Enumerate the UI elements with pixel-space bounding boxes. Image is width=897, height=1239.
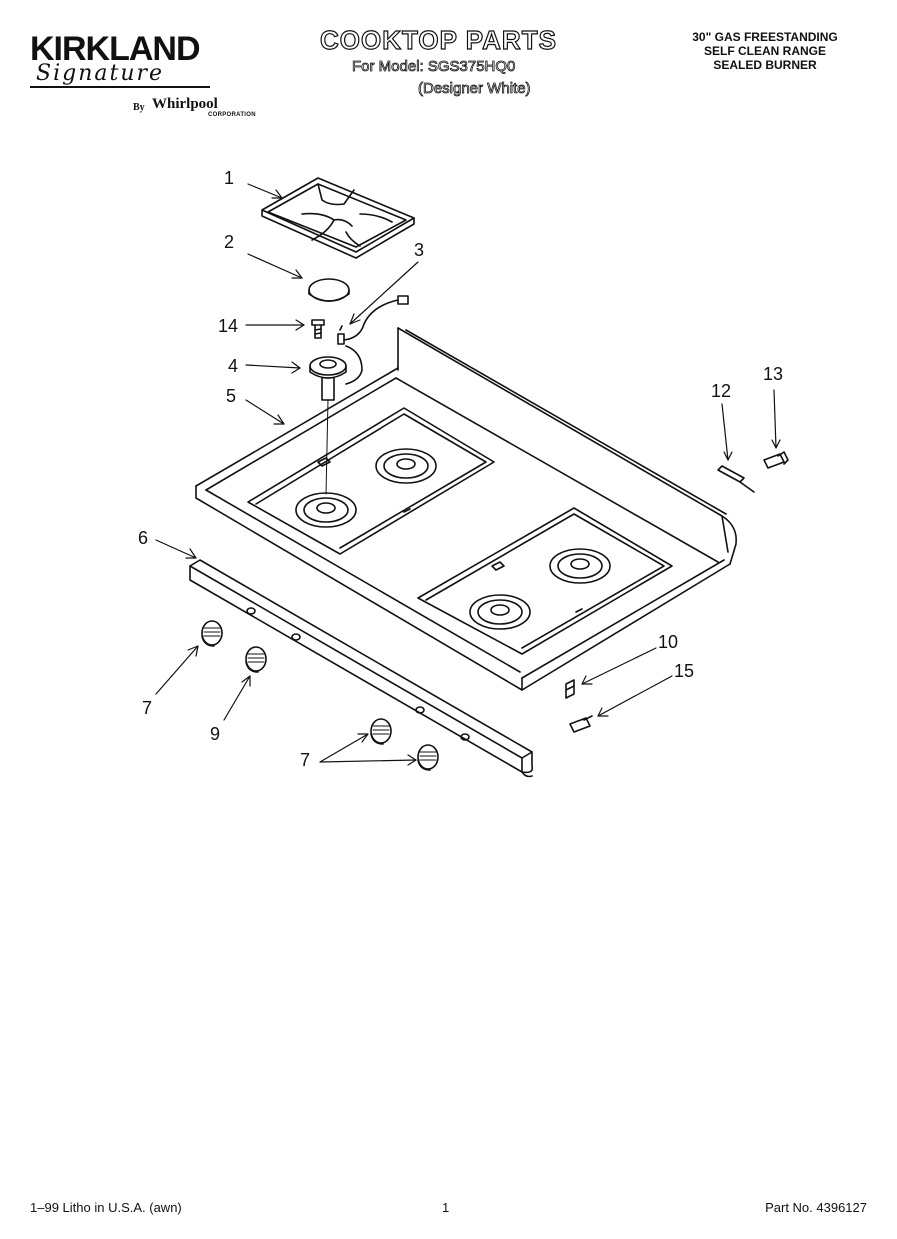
description-line: 30" GAS FREESTANDING	[692, 30, 838, 44]
partner-corporation: CORPORATION	[208, 112, 256, 118]
callout-label: 14	[218, 316, 239, 336]
brand-logo-secondary: Signature	[36, 61, 165, 86]
burner-base	[309, 356, 347, 495]
callout-label: 7	[142, 698, 153, 718]
description-line: SELF CLEAN RANGE	[703, 44, 826, 58]
callout-label: 10	[658, 632, 679, 652]
control-knob	[245, 646, 267, 673]
screw-part-15	[569, 715, 593, 733]
brand-logo-primary: KIRKLAND	[30, 30, 201, 68]
callout-label: 1	[224, 168, 235, 188]
cooktop-main	[195, 327, 738, 691]
callout-label: 13	[763, 364, 784, 384]
logo-underline	[30, 86, 210, 88]
product-description: 30" GAS FREESTANDING SELF CLEAN RANGE SE…	[665, 30, 865, 72]
callout-label: 12	[711, 381, 732, 401]
print-info: 1–99 Litho in U.S.A. (awn)	[30, 1200, 182, 1215]
burner-grate	[261, 177, 415, 259]
callout-label: 4	[228, 356, 239, 376]
callout-label: 2	[224, 232, 235, 252]
control-knob	[201, 620, 223, 647]
callout-label: 15	[674, 661, 695, 681]
control-panel	[189, 559, 534, 778]
callout-label: 6	[138, 528, 149, 548]
control-knob	[417, 744, 439, 771]
clip-part-10	[565, 679, 575, 699]
variant-line: (Designer White)	[418, 80, 531, 98]
page-title: COOKTOP PARTS	[319, 25, 557, 55]
callout-arrows	[155, 183, 781, 766]
igniter-electrode	[337, 295, 409, 385]
model-line: For Model: SGS375HQ0	[352, 58, 516, 76]
callout-label: 7	[300, 750, 311, 770]
burner-cap	[308, 278, 350, 302]
part-number: Part No. 4396127	[765, 1200, 867, 1215]
partner-brand: Whirlpool	[152, 96, 218, 112]
callout-label: 5	[226, 386, 237, 406]
page-number: 1	[442, 1200, 450, 1215]
callout-label: 9	[210, 724, 221, 744]
screw-part-14	[311, 319, 325, 339]
description-line: SEALED BURNER	[713, 58, 817, 72]
control-knob	[370, 718, 392, 745]
callout-label: 3	[414, 240, 425, 260]
screw-part-13	[763, 451, 789, 469]
pin-part-12	[717, 465, 755, 493]
by-label: By	[133, 102, 145, 113]
